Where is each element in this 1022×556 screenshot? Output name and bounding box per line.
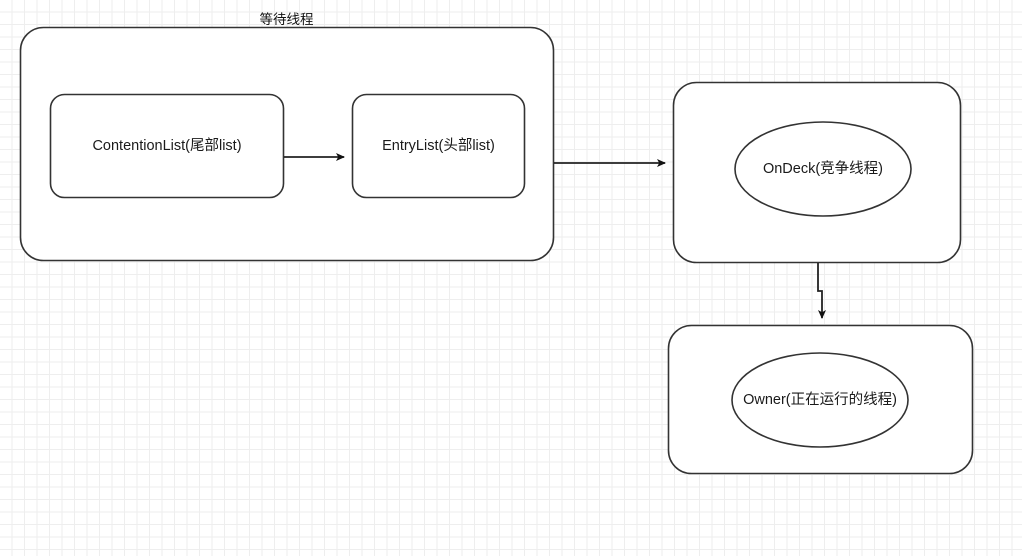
contention-list-label: ContentionList(尾部list) — [92, 138, 242, 154]
waiting-group-title: 等待线程 — [259, 12, 314, 27]
ondeck-label: OnDeck(竞争线程) — [762, 161, 884, 177]
entry-list-label: EntryList(头部list) — [382, 138, 495, 154]
node-owner-ellipse[interactable] — [731, 352, 909, 448]
edge-ondeck-to-owner[interactable] — [817, 263, 826, 319]
node-ondeck-ellipse[interactable] — [734, 121, 912, 217]
node-contention-list-shape[interactable] — [49, 93, 285, 199]
node-waiting-group-shape[interactable] — [19, 26, 555, 262]
owner-label: Owner(正在运行的线程) — [743, 392, 897, 408]
node-entry-list-shape[interactable] — [351, 93, 526, 199]
